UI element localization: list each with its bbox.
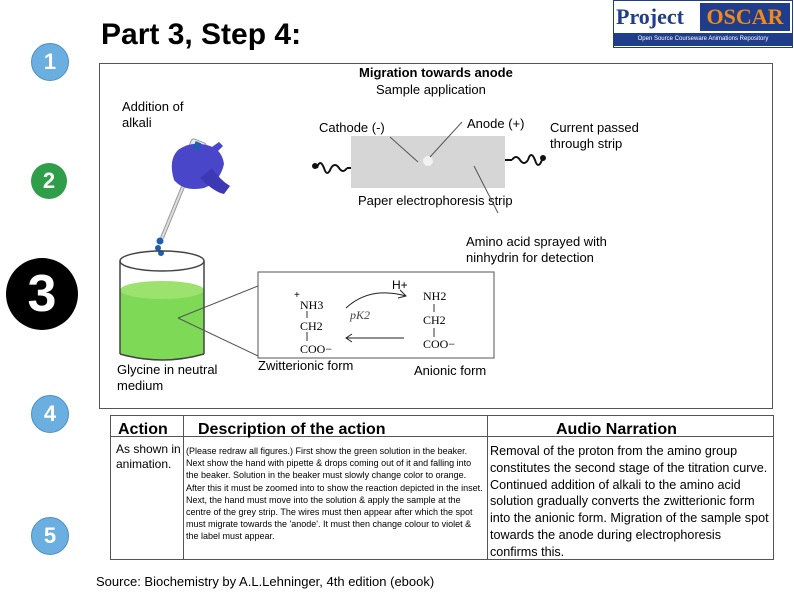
left-ch2: CH2	[300, 319, 323, 333]
action-header: Action	[118, 421, 168, 438]
left-wire	[312, 162, 351, 174]
table-col-divider-2	[487, 416, 488, 559]
zoom-line-bottom	[177, 317, 259, 357]
alkali-label: Addition of alkali	[122, 99, 184, 130]
animation-frame	[99, 63, 773, 409]
strip-label: Paper electrophoresis strip	[358, 193, 513, 208]
cathode-pointer	[389, 136, 419, 163]
sample-spot	[423, 156, 433, 166]
table-header-divider	[111, 436, 773, 437]
logo-tagline: Open Source Courseware Animations Reposi…	[614, 33, 792, 46]
cathode-label: Cathode (-)	[319, 120, 385, 135]
left-top-charge: +	[294, 290, 300, 301]
description-header: Description of the action	[198, 421, 386, 438]
left-coo: COO−	[300, 342, 333, 356]
left-nh3: NH3	[300, 298, 324, 312]
current-label: Current passed through strip	[550, 120, 639, 151]
zoom-line-top	[177, 285, 259, 319]
step-4-circle[interactable]: 4	[31, 395, 69, 433]
storyboard-table	[110, 415, 774, 560]
right-wire	[505, 154, 546, 166]
alkali-drops	[155, 237, 164, 256]
narration-header: Audio Narration	[556, 421, 677, 438]
description-text: (Please redraw all figures.) First show …	[186, 446, 483, 542]
scene-subheading: Sample application	[376, 82, 486, 97]
pipette-hand	[160, 138, 230, 239]
narration-text: Removal of the proton from the amino gro…	[490, 444, 769, 559]
page-title: Part 3, Step 4:	[101, 18, 302, 51]
step-2-circle[interactable]: 2	[31, 163, 67, 199]
anode-pointer	[429, 121, 463, 158]
equilibrium-arrows	[345, 289, 407, 343]
right-coo: COO−	[423, 337, 456, 351]
green-solution	[120, 290, 204, 360]
reaction-bonds	[306, 304, 435, 341]
step-1-circle[interactable]: 1	[31, 43, 69, 81]
h-plus-label: H+	[392, 278, 408, 292]
table-col-divider-1	[183, 416, 184, 559]
logo-word-oscar: OSCAR	[700, 3, 790, 31]
beaker	[119, 250, 205, 361]
step-3-circle[interactable]: 3	[6, 258, 78, 330]
pk-label: pK2	[350, 308, 371, 322]
scene-heading: Migration towards anode	[359, 65, 513, 80]
reaction-inset	[257, 271, 495, 359]
anionic-label: Anionic form	[414, 363, 487, 378]
zwitterion-label: Zwitterionic form	[258, 358, 354, 373]
project-oscar-logo: Project OSCAR Open Source Courseware Ani…	[613, 0, 793, 48]
anode-label: Anode (+)	[467, 116, 525, 131]
beaker-label: Glycine in neutral medium	[117, 362, 218, 393]
logo-word-project: Project	[616, 3, 700, 31]
strip-pointer	[473, 165, 499, 214]
right-nh2: NH2	[423, 289, 447, 303]
action-text: As shown in animation.	[116, 442, 181, 471]
step-5-circle[interactable]: 5	[31, 517, 69, 555]
source-citation: Source: Biochemistry by A.L.Lehninger, 4…	[96, 574, 435, 589]
right-ch2: CH2	[423, 313, 446, 327]
ninhydrin-label: Amino acid sprayed with ninhydrin for de…	[466, 234, 607, 265]
